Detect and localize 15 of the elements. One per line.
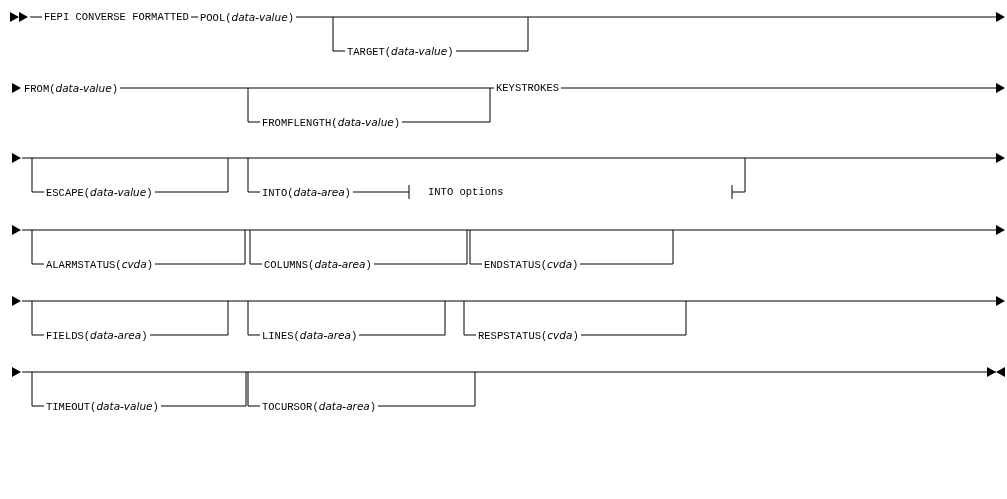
syntax-keyword: FROM(data-value) <box>22 81 120 96</box>
syntax-keyword: RESPSTATUS(cvda) <box>476 328 581 343</box>
syntax-keyword: INTO(data-area) <box>260 185 353 200</box>
syntax-keyword: TOCURSOR(data-area) <box>260 399 379 414</box>
syntax-keyword: LINES(data-area) <box>260 328 360 343</box>
syntax-keyword: ALARMSTATUS(cvda) <box>44 257 156 272</box>
syntax-keyword: POOL(data-value) <box>198 10 296 25</box>
syntax-keyword: ENDSTATUS(cvda) <box>482 257 581 272</box>
syntax-keyword: INTO options <box>426 185 506 199</box>
syntax-keyword: FIELDS(data-area) <box>44 328 150 343</box>
syntax-keyword: TIMEOUT(data-value) <box>44 399 161 414</box>
syntax-keyword: FROMFLENGTH(data-value) <box>260 115 403 130</box>
syntax-keyword: TARGET(data-value) <box>345 44 456 59</box>
syntax-keyword: ESCAPE(data-value) <box>44 185 155 200</box>
syntax-keyword: COLUMNS(data-area) <box>262 257 374 272</box>
